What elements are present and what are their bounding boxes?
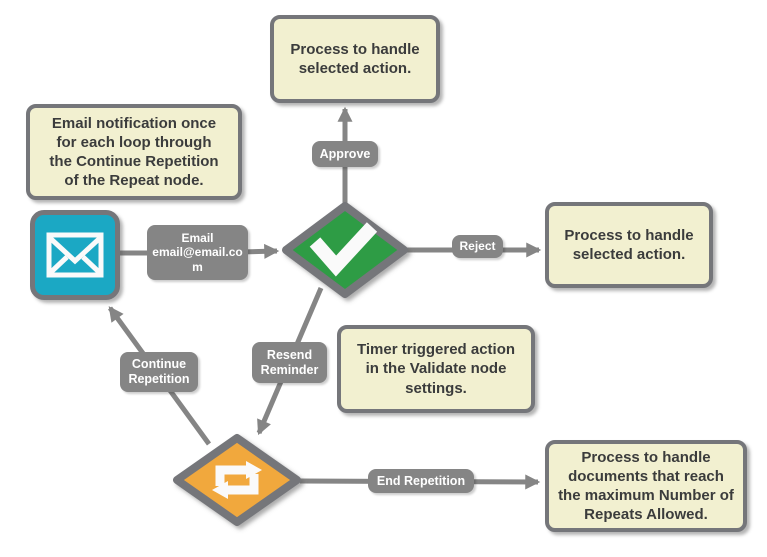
email-annotation-note: Email notification once for each loop th…	[26, 104, 242, 200]
reject-process-note: Process to handle selected action.	[545, 202, 713, 288]
validate-node	[282, 202, 408, 298]
checkmark-icon	[309, 222, 378, 277]
continue-repetition-edge-label: Continue Repetition	[120, 352, 198, 392]
envelope-icon	[46, 232, 104, 278]
repeat-node	[173, 434, 301, 526]
reject-edge-label: Reject	[452, 235, 503, 258]
end-repetition-edge-label: End Repetition	[368, 469, 474, 493]
approve-process-note: Process to handle selected action.	[270, 15, 440, 103]
email-node	[30, 210, 120, 300]
end-process-note: Process to handle documents that reach t…	[545, 440, 747, 532]
resend-reminder-edge-label: Resend Reminder	[252, 342, 327, 383]
approve-edge-label: Approve	[312, 141, 378, 167]
repeat-icon	[212, 461, 262, 499]
timer-annotation-note: Timer triggered action in the Validate n…	[337, 325, 535, 413]
email-edge-label: Email email@email.com	[147, 225, 248, 280]
repeat-diamond	[173, 434, 301, 526]
